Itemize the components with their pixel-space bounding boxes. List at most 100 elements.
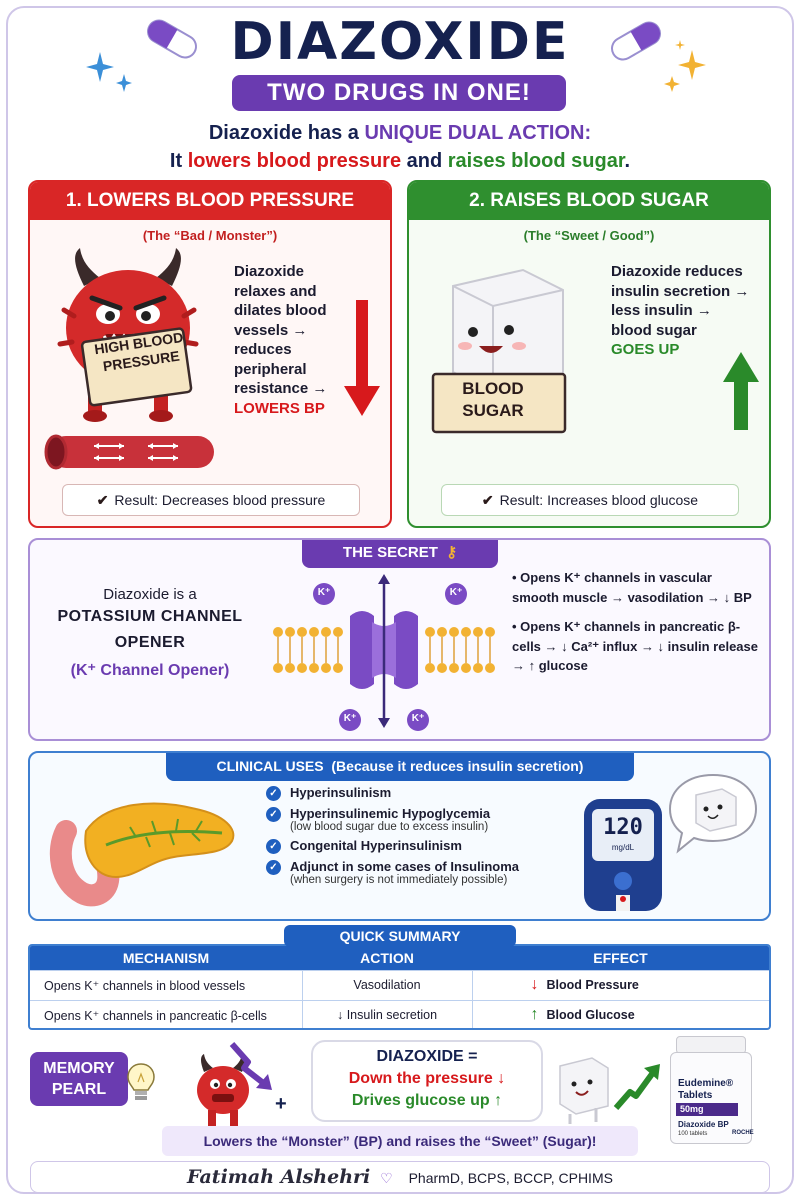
bp-highlight: LOWERS BP	[234, 399, 325, 417]
sugar-panel-tag: (The “Sweet / Good”)	[523, 228, 655, 243]
secret-bullets: • Opens K⁺ channels in vascular smooth m…	[512, 568, 762, 686]
summary-heading: QUICK SUMMARY	[284, 925, 516, 947]
summary-header-row: MECHANISM ACTION EFFECT	[30, 946, 769, 970]
memory-box: DIAZOXIDE = Down the pressure ↓ Drives g…	[311, 1040, 543, 1122]
zigzag-down-arrow-icon	[229, 1042, 272, 1090]
blood-vessel-icon	[44, 434, 214, 470]
bp-panel: 1. LOWERS BLOOD PRESSURE (The “Bad / Mon…	[28, 180, 392, 528]
up-arrow-icon	[723, 352, 759, 430]
sparkle-right-icon	[664, 40, 706, 92]
ion-label-2: K⁺	[449, 587, 463, 598]
check-circle-icon: ✓	[266, 807, 281, 822]
subtitle-banner: TWO DRUGS IN ONE!	[232, 75, 566, 111]
capsule-left-icon	[147, 19, 197, 59]
summary-effect-text: Blood Pressure	[546, 978, 639, 992]
secret-heading: THE SECRET ⚷	[302, 540, 498, 568]
secret-line-1: Diazoxide is a	[103, 586, 197, 603]
summary-table: MECHANISM ACTION EFFECT Opens K⁺ channel…	[28, 944, 771, 1030]
down-arrow-icon	[344, 300, 380, 416]
table-row: Opens K⁺ channels in blood vessels Vasod…	[30, 969, 769, 1000]
summary-col-action: ACTION	[302, 946, 472, 970]
clinical-item: ✓ Hyperinsulinism	[266, 785, 566, 801]
bp-description-text: Diazoxide relaxes and dilates blood vess…	[234, 263, 328, 397]
check-icon: ✔	[481, 492, 494, 508]
ion-label-3: K⁺	[343, 713, 357, 724]
ion-label-1: K⁺	[317, 587, 331, 598]
intro-line-2-end: .	[624, 150, 631, 172]
clinical-list: ✓ Hyperinsulinism ✓ Hyperinsulinemic Hyp…	[266, 785, 566, 891]
secret-bullet-1: • Opens K⁺ channels in vascular smooth m…	[512, 570, 752, 605]
clinical-item: ✓ Adjunct in some cases of Insulinoma (w…	[266, 859, 566, 886]
up-arrow-icon: ↑	[530, 1006, 539, 1024]
author-signature: Fatimah Alshehri	[187, 1166, 371, 1188]
bp-result-text: Decreases blood pressure	[161, 492, 326, 508]
sugar-description-text: Diazoxide reduces insulin secretion → le…	[611, 263, 750, 339]
mini-monster-icon	[197, 1054, 249, 1126]
bottle-brand: Eudemine®	[678, 1078, 734, 1089]
page-title: DIAZOXIDE	[230, 12, 570, 72]
memory-pearl-label: MEMORY PEARL	[30, 1052, 128, 1106]
clinical-item-note: (low blood sugar due to excess insulin)	[290, 821, 489, 833]
intro-line-1: Diazoxide has a UNIQUE DUAL ACTION:	[0, 122, 800, 145]
check-circle-icon: ✓	[266, 839, 281, 854]
medicine-bottle: Eudemine® Tablets 50mg Diazoxide BP 100 …	[668, 1036, 754, 1146]
zigzag-up-arrow-icon	[613, 1064, 660, 1110]
summary-action: ↓ Insulin secretion	[301, 999, 472, 1028]
page-frame	[6, 6, 794, 1194]
intro-line-2-pre: It	[169, 150, 188, 172]
meter-value: 120	[603, 815, 643, 840]
summary-effect: ↓ Blood Pressure	[471, 969, 769, 1000]
check-icon: ✔	[96, 492, 109, 508]
bottle-count: 100 tablets	[678, 1131, 708, 1137]
clinical-item-note: (when surgery is not immediately possibl…	[290, 874, 508, 886]
check-circle-icon: ✓	[266, 860, 281, 875]
ion-channel-icon	[273, 574, 495, 731]
bp-panel-tag: (The “Bad / Monster”)	[142, 228, 278, 243]
intro-line-1-text: Diazoxide has a	[208, 122, 365, 144]
sugar-sign-text: BLOOD SUGAR	[462, 379, 524, 420]
secret-line-3: (K⁺ Channel Opener)	[70, 662, 230, 679]
bp-panel-heading: 1. LOWERS BLOOD PRESSURE	[30, 182, 390, 220]
clinical-item: ✓ Hyperinsulinemic Hypoglycemia (low blo…	[266, 806, 566, 833]
sugar-highlight: GOES UP	[611, 341, 680, 358]
bottle-dose: 50mg	[676, 1103, 738, 1116]
plus-sign: +	[275, 1093, 287, 1115]
key-icon: ⚷	[446, 544, 458, 561]
summary-mechanism: Opens K⁺ channels in blood vessels	[30, 969, 302, 1000]
table-row: Opens K⁺ channels in pancreatic β-cells …	[30, 999, 769, 1028]
check-circle-icon: ✓	[266, 786, 281, 801]
sugar-cube-icon	[431, 268, 567, 434]
summary-effect-text: Blood Glucose	[546, 1008, 635, 1023]
sugar-description: Diazoxide reduces insulin secretion → le…	[611, 262, 751, 360]
pancreas-icon	[49, 802, 235, 907]
glucose-meter-icon	[584, 799, 662, 911]
monster-icon	[57, 248, 199, 422]
secret-heading-text: THE SECRET	[342, 544, 438, 561]
summary-col-mechanism: MECHANISM	[30, 946, 302, 970]
speech-bubble-sugar-icon	[668, 773, 758, 854]
clinical-panel: CLINICAL USES (Because it reduces insuli…	[28, 751, 771, 921]
clinical-item: ✓ Congenital Hyperinsulinism	[266, 838, 566, 854]
sugar-result: ✔ Result: Increases blood glucose	[441, 484, 739, 516]
clinical-heading-text: CLINICAL USES	[216, 758, 324, 774]
clinical-item-label: Hyperinsulinemic Hypoglycemia	[290, 806, 491, 821]
clinical-heading: CLINICAL USES (Because it reduces insuli…	[166, 753, 634, 781]
sugar-panel-heading: 2. RAISES BLOOD SUGAR	[409, 182, 769, 220]
bottle-maker: ROCHE	[732, 1130, 754, 1136]
sugar-result-text: Increases blood glucose	[547, 492, 699, 508]
memory-tagline: Lowers the “Monster” (BP) and raises the…	[162, 1126, 638, 1156]
capsule-right-icon	[611, 21, 661, 61]
memory-box-title: DIAZOXIDE =	[376, 1048, 478, 1065]
intro-red-text: lowers blood pressure	[187, 150, 402, 172]
intro-line-2-mid: and	[401, 150, 448, 172]
intro-green-text: raises blood sugar	[447, 150, 625, 172]
clinical-item-label: Adjunct in some cases of Insulinoma	[290, 859, 519, 874]
secret-line-2: POTASSIUM CHANNEL OPENER	[57, 608, 243, 651]
clinical-heading-note: (Because it reduces insulin secretion)	[331, 758, 584, 774]
down-arrow-icon: ↓	[530, 976, 539, 993]
secret-panel: THE SECRET ⚷ Diazoxide is a POTASSIUM CH…	[28, 538, 771, 741]
mini-sugar-cube-icon	[559, 1057, 609, 1124]
heart-icon: ♡	[380, 1170, 393, 1186]
bottle-type: Tablets	[678, 1090, 713, 1101]
sugar-result-label: Result:	[499, 492, 544, 508]
